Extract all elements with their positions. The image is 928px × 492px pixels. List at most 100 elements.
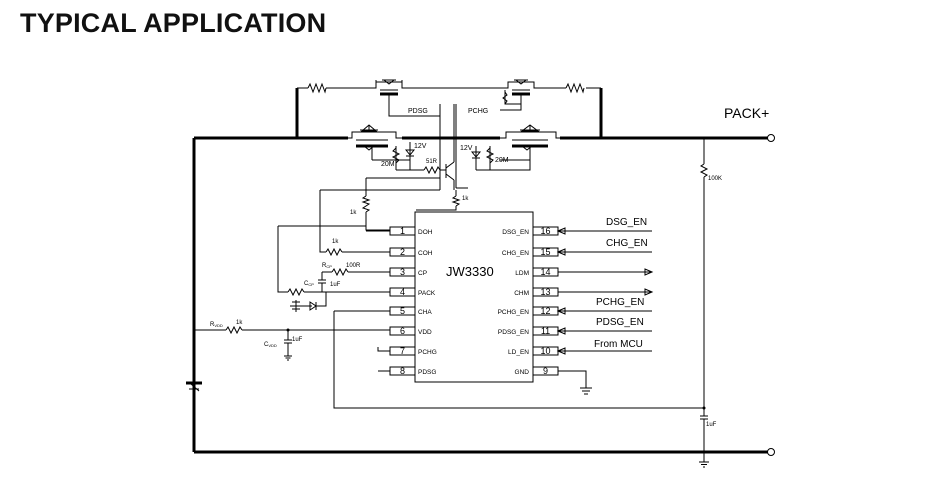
main-rails [192, 87, 768, 454]
right-signals: DSG_EN CHG_EN PCHG_EN PDSG_EN From MCU [556, 217, 654, 395]
svg-text:PCHG_EN: PCHG_EN [498, 309, 530, 316]
svg-text:CCP: CCP [304, 281, 314, 287]
dsg-en-signal: DSG_EN [606, 217, 647, 228]
svg-text:CP: CP [418, 270, 427, 277]
svg-text:DOH: DOH [418, 229, 433, 236]
svg-text:2: 2 [400, 247, 405, 257]
c-vdd-value: 1uF [292, 337, 303, 343]
chip-pin-11: 11 PDSG_EN [498, 326, 559, 336]
c-cp-label: C [304, 281, 309, 287]
r-1k-coh-label: 1k [332, 239, 339, 245]
from-mcu-signal: From MCU [594, 339, 643, 350]
c-cp-sub: CP [308, 282, 314, 287]
pdsg-en-signal: PDSG_EN [596, 317, 644, 328]
svg-text:7: 7 [400, 346, 405, 356]
r-1k-left-label: 1k [350, 210, 357, 216]
chip-pin-5: 5 CHA [389, 306, 432, 316]
left-pins: 1 DOH 2 COH 3 CP 4 PACK 5 CHA 6 VDD [389, 226, 437, 376]
pdsg-signal-label: PDSG [408, 108, 428, 115]
c-vdd-sub: VDD [268, 343, 277, 348]
r-100k-label: 100K [708, 176, 722, 182]
svg-text:5: 5 [400, 306, 405, 316]
svg-text:RVDD: RVDD [210, 322, 223, 328]
gate-resistors: 1k 1k 1k [277, 177, 469, 293]
pchg-signal-label: PCHG [468, 108, 488, 115]
svg-text:1: 1 [400, 226, 405, 236]
pchg-mosfet: PCHG [468, 79, 538, 115]
zener-left-label: 12V [414, 143, 427, 150]
zener-right-label: 12V [460, 145, 473, 152]
chip-pin-16: 16 DSG_EN [502, 226, 559, 236]
chip-pin-10: 10 LD_EN [508, 346, 559, 356]
chip-pin-8: 8 PDSG [389, 366, 436, 376]
chip-pin-2: 2 COH [389, 247, 433, 257]
chip-pin-1: 1 DOH [389, 226, 433, 236]
svg-text:16: 16 [540, 226, 550, 236]
pack-minus-terminal [767, 448, 775, 456]
r-cp-sub: CP [326, 264, 332, 269]
svg-text:LD_EN: LD_EN [508, 349, 529, 356]
svg-text:RCP: RCP [322, 263, 332, 269]
svg-text:12: 12 [540, 306, 550, 316]
svg-text:15: 15 [540, 247, 550, 257]
chip-pin-6: 6 VDD [389, 326, 432, 336]
r-cp-value: 100R [346, 263, 361, 269]
chip-jw3330: JW3330 [414, 211, 534, 383]
chip-pin-14: 14 LDM [515, 267, 559, 277]
chip-pin-12: 12 PCHG_EN [498, 306, 559, 316]
r-20m-right-label: 20M [495, 157, 509, 164]
chip-pin-7: 7 PCHG [389, 346, 437, 356]
left-pin-leads [366, 230, 390, 372]
pack-plus-label: PACK+ [724, 105, 769, 121]
chg-en-signal: CHG_EN [606, 238, 648, 249]
svg-text:3: 3 [400, 267, 405, 277]
c-1uf-right-label: 1uF [706, 422, 717, 428]
svg-text:PCHG: PCHG [418, 349, 437, 356]
chip-pin-9: 9 GND [515, 366, 559, 376]
svg-text:PDSG_EN: PDSG_EN [498, 329, 529, 336]
chip-pin-15: 15 CHG_EN [502, 247, 559, 257]
cp-network: RCP 100R CCP 1uF [287, 263, 390, 312]
svg-text:PDSG: PDSG [418, 369, 436, 376]
chg-mosfet [500, 124, 560, 161]
right-gate-network: 12V 20M [460, 145, 531, 171]
left-gate-network: 20M 12V 51R [381, 142, 446, 175]
r-cp-label: R [322, 263, 327, 269]
svg-text:10: 10 [540, 346, 550, 356]
svg-text:COH: COH [418, 250, 433, 257]
svg-text:6: 6 [400, 326, 405, 336]
svg-text:14: 14 [540, 267, 550, 277]
page-title: TYPICAL APPLICATION [20, 8, 327, 38]
chip-pin-4: 4 PACK [389, 287, 436, 297]
svg-text:CVDD: CVDD [264, 342, 277, 348]
pchg-en-signal: PCHG_EN [596, 297, 644, 308]
c-vdd-label: C [264, 342, 269, 348]
right-divider: 100K 1uF [699, 138, 722, 468]
right-pins: 16 DSG_EN 15 CHG_EN 14 LDM 13 CHM 12 PCH… [498, 226, 559, 376]
svg-text:LDM: LDM [515, 270, 529, 277]
chip-pin-13: 13 CHM [514, 287, 559, 297]
pack-plus-terminal: PACK+ [724, 105, 775, 142]
svg-text:PACK: PACK [418, 290, 436, 297]
svg-text:13: 13 [540, 287, 550, 297]
center-transistor [439, 104, 468, 190]
svg-text:GND: GND [515, 369, 530, 376]
svg-text:DSG_EN: DSG_EN [502, 229, 529, 236]
pdsg-mosfet: PDSG [370, 79, 440, 117]
r-vdd-value: 1k [236, 320, 243, 326]
svg-text:9: 9 [543, 366, 548, 376]
c-cp-value: 1uF [330, 282, 341, 288]
svg-text:8: 8 [400, 366, 405, 376]
chip-name: JW3330 [446, 264, 494, 279]
svg-text:11: 11 [541, 326, 550, 336]
r-vdd-label: R [210, 322, 215, 328]
cha-line [333, 310, 706, 410]
battery-symbol [186, 381, 202, 392]
svg-text:VDD: VDD [418, 329, 432, 336]
chip-pin-3: 3 CP [389, 267, 427, 277]
top-left-resistor [307, 82, 327, 94]
svg-text:CHM: CHM [514, 290, 529, 297]
r-1k-top-label: 1k [462, 196, 469, 202]
r-20m-left-label: 20M [381, 161, 395, 168]
